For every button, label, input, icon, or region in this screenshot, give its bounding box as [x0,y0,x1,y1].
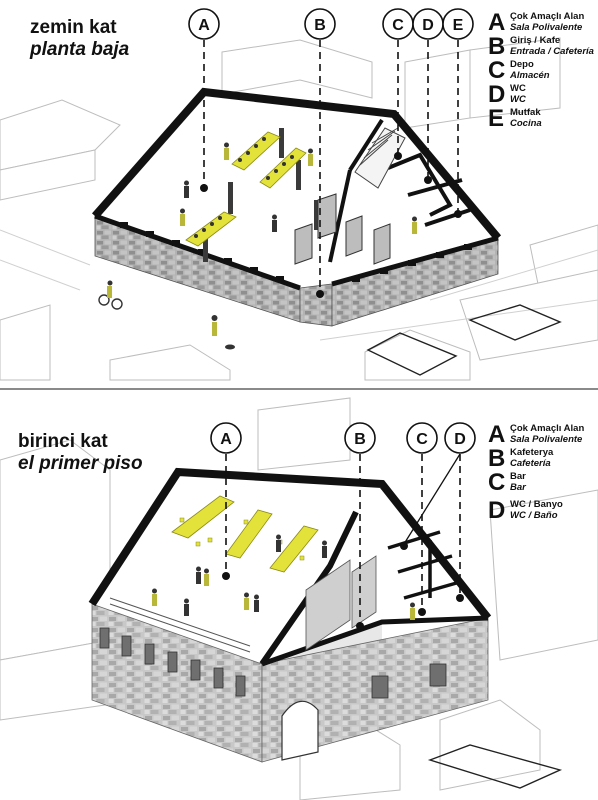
first-floor-panel: A B C D birinci kat el primer piso A Çok… [0,397,598,800]
bubble-c-label: C [392,17,404,34]
ground-legend-b-letter: B [488,33,505,60]
first-partitions [387,530,461,600]
first-wall-outline-right [261,615,489,667]
ground-legend-a-es: Sala Polivalente [510,22,583,33]
ground-legend-d-tr: WC [510,83,526,94]
ground-legend-d-letter: D [488,81,505,108]
ground-title-es: planta baja [29,39,130,60]
first-legend-a-letter: A [488,421,505,448]
bubble-b-2: B [344,422,376,454]
ground-legend-b-es: Entrada / Cafetería [510,46,594,57]
bubble-c-2-label: C [416,431,428,448]
first-legend-d-tr: WC / Banyo [510,499,563,510]
ground-legend-b-tr: Giriş / Kafe [510,35,560,46]
ground-legend-e-letter: E [488,105,504,132]
ground-legend-c-tr: Depo [510,59,534,70]
ground-crenellations [120,222,472,282]
bubble-a: A [188,8,220,40]
ground-legend-d-es: WC [510,94,526,105]
first-title-tr: birinci kat [18,431,108,452]
ground-legend-a-letter: A [488,9,505,36]
ground-legend-a-tr: Çok Amaçlı Alan [510,11,584,22]
first-legend: A Çok Amaçlı Alan Sala Polivalente B Kaf… [488,421,584,524]
first-people [152,534,415,620]
ground-legend-e-tr: Mutfak [510,107,541,118]
ground-legend-e-es: Cocina [510,118,542,129]
ground-chairs [194,137,294,238]
ground-wall-outline [91,87,502,241]
ground-partitions [328,118,471,263]
context-roofs [366,304,562,376]
first-legend-c-es: Bar [510,482,527,493]
context-lines [0,229,598,341]
first-windows [99,627,447,699]
first-legend-b-es: Cafetería [510,458,551,469]
ground-bubbles: A B C D E [188,8,474,40]
first-legend-d-es: WC / Baño [510,510,558,521]
first-railing [109,597,251,653]
ground-tables [185,131,307,247]
bubble-b-label: B [314,17,326,34]
bubble-a-2-label: A [220,431,232,448]
first-legend-c-letter: C [488,469,505,496]
ground-staircase [354,127,406,189]
bubble-d-label: D [422,17,434,34]
ground-columns [203,128,319,262]
bubble-a-2: A [210,422,242,454]
bubble-d-2-label: D [454,431,466,448]
ground-people [98,142,417,350]
ground-wall-front-small [299,283,333,327]
first-wall-outline-front [259,510,359,666]
ground-glazing [294,193,391,265]
ground-legend-c-es: Almacén [509,70,550,81]
context-roof-2 [427,744,563,789]
first-title-es: el primer piso [18,453,143,474]
first-legend-b-tr: Kafeterya [510,447,554,458]
ground-wall-outline-front [94,213,301,291]
first-legend-b-letter: B [488,445,505,472]
ground-title-tr: zemin kat [30,17,117,38]
first-leader-dots [222,542,464,630]
ground-leaders [203,40,459,292]
bubble-e-label: E [453,17,464,34]
first-interior-walls [305,555,377,651]
first-legend-d-letter: D [488,497,505,524]
first-wall-outline [88,467,492,621]
bubble-a-label: A [198,17,210,34]
first-leader-diagonal [403,453,461,545]
first-arched-gate [281,700,319,761]
bubble-c-2: C [406,422,438,454]
context-buildings [0,37,598,381]
ground-legend: A Çok Amaçlı Alan Sala Polivalente B Gir… [488,9,594,132]
ground-leader-dots [200,152,462,298]
first-bubbles: A B C D [210,422,476,454]
bubble-b-2-label: B [354,431,366,448]
first-leaders [225,454,461,624]
first-legend-a-tr: Çok Amaçlı Alan [510,423,584,434]
bubble-d: D [412,8,444,40]
first-legend-c-tr: Bar [510,471,526,482]
ground-legend-c-letter: C [488,57,505,84]
bubble-c: C [382,8,414,40]
ground-floor-panel: A B C D E zemin kat planta baja A [0,8,598,381]
first-tables [171,495,319,573]
bubble-e: E [442,8,474,40]
bubble-b: B [304,8,336,40]
bubble-d-2: D [444,422,476,454]
first-legend-a-es: Sala Polivalente [510,434,583,445]
